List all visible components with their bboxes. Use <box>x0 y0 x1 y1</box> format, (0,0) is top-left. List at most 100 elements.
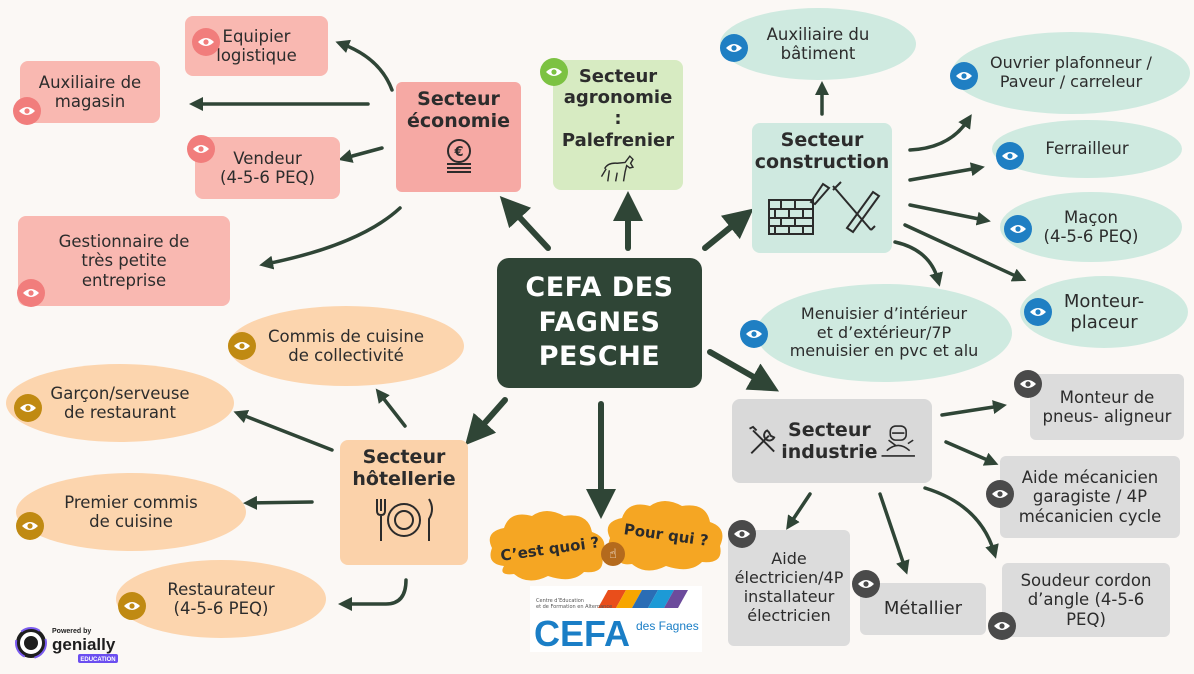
job-monteur-line1: Monteur- <box>1063 290 1145 312</box>
job-vendeur[interactable]: Vendeur (4-5-6 PEQ) <box>195 137 340 199</box>
eye-equipier-icon[interactable] <box>192 28 220 56</box>
eye-ouvrier-icon[interactable] <box>950 62 978 90</box>
sector-industrie[interactable]: Secteur industrie <box>732 399 932 483</box>
job-gestionnaire-line1: Gestionnaire de <box>58 231 190 251</box>
sector-industrie-line1: Secteur <box>788 418 871 441</box>
job-elec-line1: Aide <box>771 549 807 569</box>
eye-soudeur-icon[interactable] <box>988 612 1016 640</box>
what-is-it-cloud[interactable]: C’est quoi ? <box>484 506 614 584</box>
sector-hotellerie[interactable]: Secteur hôtellerie <box>340 440 468 565</box>
job-pneus-line1: Monteur de <box>1059 387 1155 407</box>
job-auxiliaire-batiment[interactable]: Auxiliaire du bâtiment <box>720 8 916 80</box>
eye-macon-icon[interactable] <box>1004 215 1032 243</box>
job-soudeur-line1: Soudeur cordon <box>1020 570 1152 590</box>
job-auxbat-line1: Auxiliaire du <box>766 24 870 44</box>
job-aide-mecanicien[interactable]: Aide mécanicien garagiste / 4P mécanicie… <box>1000 456 1180 538</box>
eye-aide-mecanicien-icon[interactable] <box>986 480 1014 508</box>
job-premier-commis[interactable]: Premier commis de cuisine <box>16 473 246 551</box>
job-ouvrier-line2: Paveur / carreleur <box>999 72 1143 91</box>
sector-industrie-line2: industrie <box>781 441 878 463</box>
for-whom-cloud[interactable]: Pour qui ? <box>602 496 730 574</box>
arrow-eco-equipier <box>335 39 394 92</box>
job-commis-line1: Commis de cuisine <box>268 326 424 346</box>
job-vendeur-line1: Vendeur <box>233 148 302 168</box>
center-line1: CEFA DES <box>525 272 674 304</box>
job-elec-line2: électricien/4P <box>734 568 844 588</box>
eye-commis-collectivite-icon[interactable] <box>228 332 256 360</box>
eye-monteur-placeur-icon[interactable] <box>1024 298 1052 326</box>
job-garcon[interactable]: Garçon/serveuse de restaurant <box>6 364 234 442</box>
sector-economie[interactable]: Secteur économie € <box>396 82 521 192</box>
eye-restaurateur-icon[interactable] <box>118 592 146 620</box>
genially-badge[interactable]: Powered by genially EDUCATION <box>14 624 134 666</box>
cefa-logo: Centre d’Education et de Formation en Al… <box>530 586 702 654</box>
arrow-center-hotellerie <box>465 397 508 446</box>
job-menuisier-line3: menuisier en pvc et alu <box>789 341 979 361</box>
job-menuisier-line2: et d’extérieur/7P <box>816 322 952 342</box>
eye-garcon-icon[interactable] <box>14 394 42 422</box>
arrow-cons-macon <box>908 203 991 226</box>
job-meca-line2: garagiste / 4P <box>1032 487 1148 507</box>
job-premier-line2: de cuisine <box>89 512 173 531</box>
eye-metallier-icon[interactable] <box>852 570 880 598</box>
sector-economie-line2: économie <box>407 110 510 133</box>
sector-hotellerie-line1: Secteur <box>362 446 446 468</box>
genially-tag: EDUCATION <box>80 657 115 663</box>
job-ferrailleur[interactable]: Ferrailleur <box>992 120 1182 178</box>
center-line2: FAGNES <box>538 306 661 338</box>
arrow-eco-gestionnaire <box>259 206 402 270</box>
arrow-hot-premier <box>243 495 314 510</box>
job-meca-line3: mécanicien cycle <box>1018 506 1162 526</box>
job-pneus-line2: pneus- aligneur <box>1042 407 1172 426</box>
pointer-hand-icon[interactable]: ☝ <box>601 542 625 566</box>
job-gestionnaire-line2: très petite <box>81 251 167 271</box>
job-auxiliaire-magasin[interactable]: Auxiliaire de magasin <box>20 61 160 123</box>
sector-construction[interactable]: Secteur construction <box>752 123 892 253</box>
eye-aide-electricien-icon[interactable] <box>728 520 756 548</box>
job-ouvrier[interactable]: Ouvrier plafonneur / Paveur / carreleur <box>952 32 1190 114</box>
eye-auxiliaire-magasin-icon[interactable] <box>13 97 41 125</box>
job-commis-collectivite[interactable]: Commis de cuisine de collectivité <box>228 306 464 386</box>
eye-premier-commis-icon[interactable] <box>16 512 44 540</box>
welder-icon <box>881 425 915 457</box>
job-menuisier[interactable]: Menuisier d’intérieur et d’extérieur/7P … <box>756 284 1012 382</box>
eye-monteur-pneus-icon[interactable] <box>1014 370 1042 398</box>
job-macon-line1: Maçon <box>1064 207 1118 227</box>
job-menuisier-line1: Menuisier d’intérieur <box>800 303 968 323</box>
job-monteur-pneus[interactable]: Monteur de pneus- aligneur <box>1030 374 1184 440</box>
arrow-cons-ferrailleur <box>908 162 985 182</box>
sector-agronomie[interactable]: Secteur agronomie : Palefrenier <box>553 60 683 190</box>
job-metallier-line1: Métallier <box>883 598 963 620</box>
arrow-cons-menuisier <box>893 240 943 287</box>
job-soudeur[interactable]: Soudeur cordon d’angle (4-5-6 PEQ) <box>1002 563 1170 637</box>
sector-agronomie-line3: Palefrenier <box>561 129 675 151</box>
job-metallier[interactable]: Métallier <box>860 583 986 635</box>
logo-small-1: Centre d’Education <box>536 598 584 604</box>
arrow-cons-ouvrier <box>908 114 972 152</box>
job-elec-line4: électricien <box>747 605 831 625</box>
job-equipier-line2: logistique <box>216 46 297 65</box>
sector-agronomie-line1: Secteur <box>578 66 658 87</box>
arrow-cons-monteur <box>903 223 1027 282</box>
job-soudeur-line2: d’angle (4-5-6 <box>1027 590 1145 610</box>
eye-menuisier-icon[interactable] <box>740 320 768 348</box>
eye-gestionnaire-icon[interactable] <box>17 279 45 307</box>
brick-wall-trowel-hammer-icon <box>768 181 881 235</box>
genially-badge-graphic: Powered by genially EDUCATION <box>15 627 118 663</box>
horse-icon <box>600 155 635 182</box>
job-aide-electricien[interactable]: Aide électricien/4P installateur électri… <box>728 530 850 646</box>
job-restaurateur[interactable]: Restaurateur (4-5-6 PEQ) <box>116 560 326 638</box>
job-gestionnaire[interactable]: Gestionnaire de très petite entreprise <box>18 216 230 306</box>
arrow-hot-garcon <box>233 410 334 452</box>
job-macon[interactable]: Maçon (4-5-6 PEQ) <box>1000 192 1182 262</box>
euro-coins-icon: € <box>446 138 471 173</box>
eye-ferrailleur-icon[interactable] <box>996 142 1024 170</box>
eye-agronomie-icon[interactable] <box>540 58 568 86</box>
eye-auxiliaire-batiment-icon[interactable] <box>720 34 748 62</box>
center-line3: PESCHE <box>538 341 661 373</box>
center-node[interactable]: CEFA DES FAGNES PESCHE <box>497 258 702 388</box>
cefa-logo-graphic: Centre d’Education et de Formation en Al… <box>534 590 699 654</box>
job-auxmag-line1: Auxiliaire de <box>38 72 142 92</box>
eye-vendeur-icon[interactable] <box>187 135 215 163</box>
sector-industrie-label: Secteur industrie <box>781 419 877 464</box>
